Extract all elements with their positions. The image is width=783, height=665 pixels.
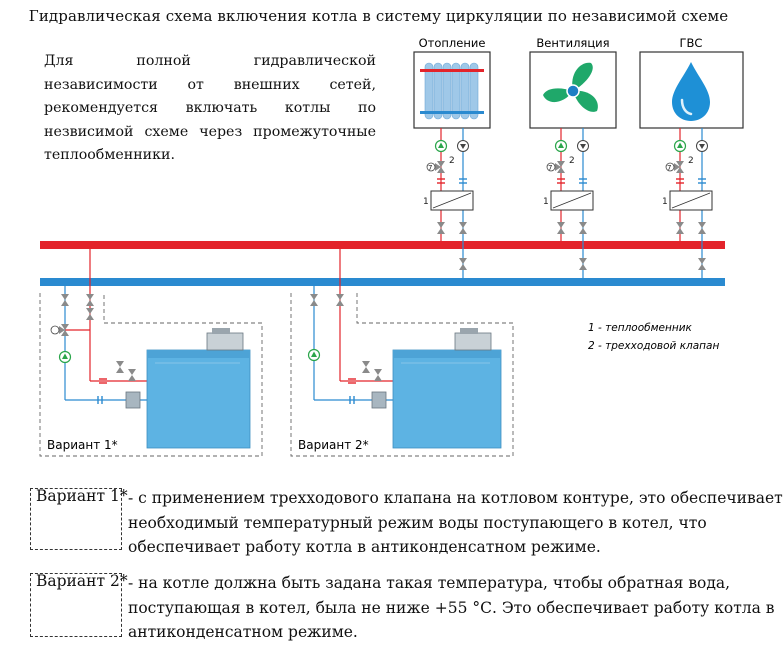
variant-1-line: обеспечивает работу котла в антиконденса… [128, 538, 601, 556]
variant-2-label-box [30, 573, 122, 637]
legend-three-way-valve: 2 - трехходовой клапан [588, 340, 719, 352]
consumer-branch-ventilation [546, 128, 594, 278]
intro-line: Для полной гидравлической [44, 53, 376, 69]
boiler-2 [392, 328, 502, 449]
marker-sensor-7: 7 [428, 164, 432, 172]
marker-exchanger-1: 1 [662, 197, 668, 207]
variant-2-frame [290, 293, 514, 457]
marker-exchanger-1: 1 [543, 197, 549, 207]
supply-main-pipe [40, 241, 725, 249]
variant-2-label: Вариант 2* [36, 572, 128, 590]
boiler-1 [146, 328, 251, 449]
consumer-label-hot-water: ГВС [680, 36, 703, 50]
variant-1-frame [39, 293, 263, 457]
variant-2-description: - на котле должна быть задана такая темп… [128, 571, 775, 645]
consumer-branch-heating [426, 128, 474, 278]
variant-2-piping [307, 249, 393, 409]
intro-line: незвисимой схеме через промежуточные [44, 123, 376, 140]
marker-exchanger-1: 1 [423, 197, 429, 207]
intro-paragraph: Для полной гидравлической независимости … [44, 50, 376, 168]
variant-1-line: необходимый температурный режим воды пос… [128, 513, 707, 532]
intro-line: независимости от внешних сетей, [44, 76, 376, 93]
intro-line: теплообменники. [44, 147, 175, 163]
water-drop-icon [672, 62, 710, 121]
marker-sensor-7: 7 [548, 164, 552, 172]
variant-1-description: - с применением трехходового клапана на … [128, 486, 783, 560]
variant-2-line: антиконденсатном режиме. [128, 623, 358, 641]
consumer-branch-hot-water [665, 128, 713, 278]
variant-1-piping [50, 249, 147, 409]
fan-icon [543, 62, 598, 112]
legend-heat-exchanger: 1 - теплообменник [588, 322, 693, 334]
consumer-label-heating: Отопление [419, 36, 486, 50]
variant-1-label-box [30, 488, 122, 550]
radiator-icon [420, 62, 484, 120]
marker-sensor-7: 7 [667, 164, 671, 172]
marker-valve-2: 2 [569, 156, 575, 166]
variant-2-line: - на котле должна быть задана такая темп… [128, 574, 731, 592]
marker-valve-2: 2 [688, 156, 694, 166]
variant-2-line: поступающая в котел, была не ниже +55 °С… [128, 598, 775, 617]
marker-valve-2: 2 [449, 156, 455, 166]
variant-2-caption: Вариант 2* [298, 438, 369, 452]
variant-1-caption: Вариант 1* [47, 438, 118, 452]
hydraulic-diagram: Отопление Вентиляция ГВС [39, 36, 744, 457]
return-main-pipe [40, 278, 725, 286]
variant-1-label: Вариант 1* [36, 487, 128, 505]
page-title: Гидравлическая схема включения котла в с… [28, 7, 729, 25]
intro-line: рекомендуется включать котлы по [44, 100, 376, 116]
variant-1-line: - с применением трехходового клапана на … [128, 489, 783, 507]
consumer-label-ventilation: Вентиляция [536, 36, 609, 50]
